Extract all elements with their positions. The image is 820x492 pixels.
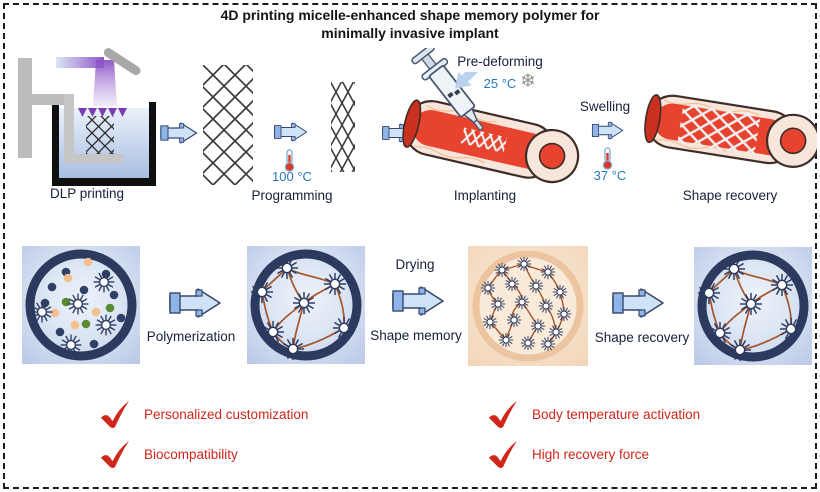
polymerization-label: Polymerization [146,329,236,344]
uv-arrows-icon [78,108,127,117]
shape-recovery-label: Shape recovery [682,188,778,203]
light-beam-vertical [93,60,117,106]
syringe-icon [411,48,484,132]
implanting-label: Implanting [453,188,517,203]
drying-label: Drying [395,257,435,272]
figure-title: 4D printing micelle-enhanced shape memor… [0,6,820,42]
blood-vessel [644,94,817,168]
shape-recovery-illustration [644,94,817,168]
compressed-stent-in-vessel [460,127,508,154]
dried-network-panel [468,246,588,366]
printed-stent-illustration [203,65,253,185]
checkmark-icon [100,400,130,429]
shape-memory-label: Shape memory [370,328,462,343]
build-platform-rod [64,94,74,162]
swelling-label: Swelling [579,99,631,114]
feature-label: Personalized customization [144,407,309,422]
light-beam-horizontal [56,57,104,68]
programming-label: Programming [251,188,333,203]
swelling-temperature: 37 °C [593,168,627,183]
compressed-stent-illustration [331,82,355,172]
implanting-illustration [402,48,580,184]
monomer-dots-peach [50,257,101,330]
printer-column [18,58,32,158]
prepolymer-solution-illustration [25,249,137,361]
snowflake-icon: ❄ [520,71,536,92]
dlp-printing-label: DLP printing [49,186,125,201]
polymer-network-illustration [247,249,362,364]
recovered-network-illustration [694,250,809,365]
thermometer-icon [602,147,613,170]
prepolymer-solution-panel [22,246,140,364]
checkmark-icon [488,400,518,429]
checkmark-icon [100,440,130,469]
feature-item: Body temperature activation [487,399,700,430]
flow-arrow-icon [160,122,198,144]
droplet-ring [250,249,362,361]
flow-arrow-icon [612,288,664,318]
printer-arm [32,94,68,105]
checkmark-icon [488,440,518,469]
droplet-ring [697,250,809,362]
feature-item: Biocompatibility [99,439,238,470]
dried-network-illustration [472,250,584,362]
flow-arrow-icon [274,122,308,142]
dlp-printer-illustration [18,48,156,186]
figure-title-line1: 4D printing micelle-enhanced shape memor… [220,7,600,23]
flow-arrow-icon [591,121,624,140]
recovered-network-panel [694,247,812,365]
pre-deform-arrow-icon [455,72,480,89]
mirror-icon [103,48,141,76]
shape-recovery-mid-label: Shape recovery [594,330,690,345]
programming-temperature: 100 °C [272,169,312,184]
flow-arrow-icon [392,286,444,316]
pre-deforming-label: Pre-deforming [457,54,543,69]
feature-label: Biocompatibility [144,447,238,462]
blood-vessel [402,99,580,184]
build-platform [64,154,124,163]
feature-item: High recovery force [487,439,649,470]
expanded-stent-in-vessel [677,103,761,155]
feature-item: Personalized customization [99,399,308,430]
flow-arrow-icon [169,288,221,318]
feature-label: Body temperature activation [532,407,701,422]
droplet-ring [25,249,137,361]
feature-label: High recovery force [532,447,650,462]
polymer-network-panel [247,246,365,364]
figure-title-line2: minimally invasive implant [321,25,499,41]
printed-stent-in-vat [86,116,114,154]
pre-deforming-temperature: 25 °C [483,76,517,91]
